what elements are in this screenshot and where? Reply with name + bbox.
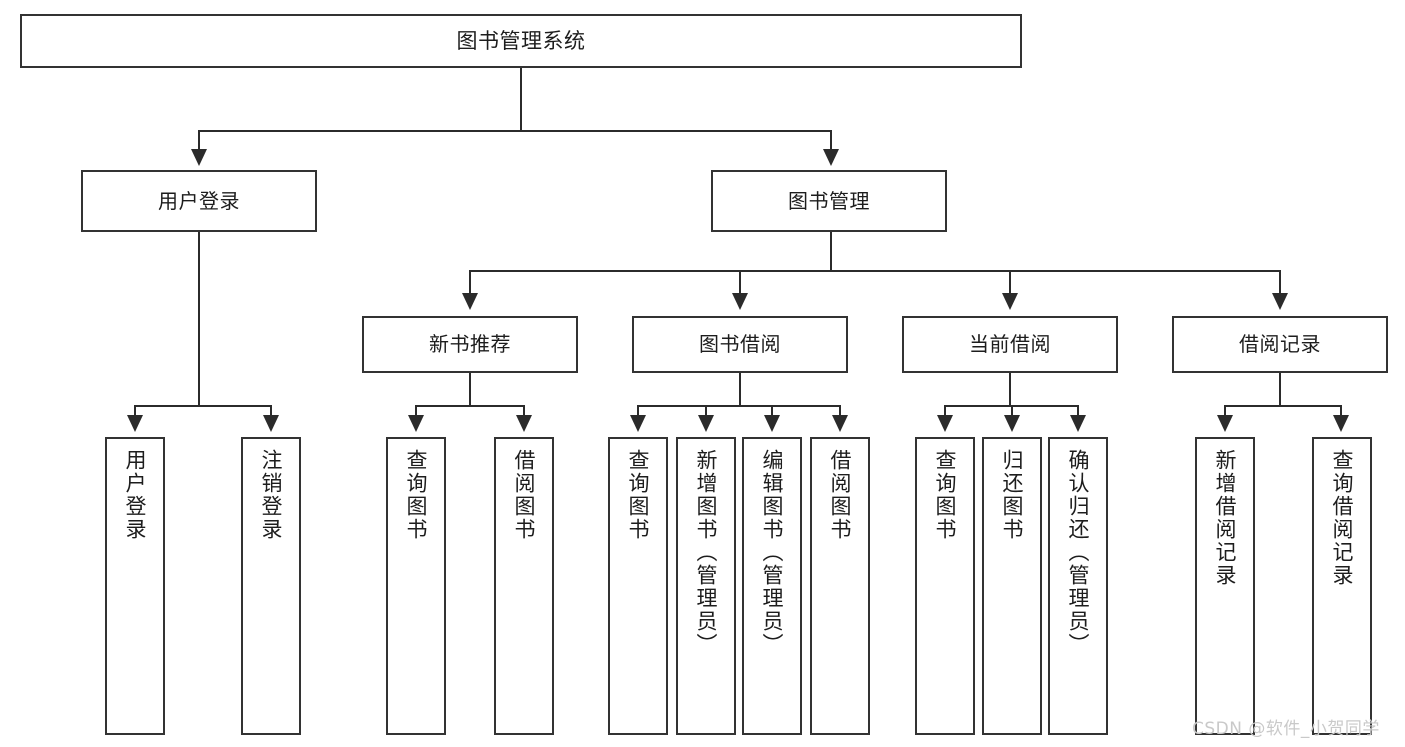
arrow-current-borrow-leaf-2 [1004,415,1020,432]
node-label: 新增借阅记录 [1213,449,1238,587]
arrow-to-borrow-record [1272,293,1288,310]
arrow-to-user-login [191,149,207,166]
edge-user-login-drop-1 [134,405,136,417]
edge-root-bus [198,130,832,132]
arrow-to-leaf-user-login [127,415,143,432]
node-label: 用户登录 [158,188,240,213]
node-label: 借阅图书 [512,449,537,541]
arrow-book-borrow-leaf-1 [630,415,646,432]
edge-book-borrow-stem [739,373,741,407]
leaf-return-book[interactable]: 归还图书 [982,437,1042,735]
edge-borrow-record-stem [1279,373,1281,407]
edge-user-login-drop-2 [270,405,272,417]
arrow-to-current-borrow [1002,293,1018,310]
node-borrow-record[interactable]: 借阅记录 [1172,316,1388,373]
arrow-book-borrow-leaf-2 [698,415,714,432]
leaf-add-borrow-record[interactable]: 新增借阅记录 [1195,437,1255,735]
leaf-borrow-book[interactable]: 借阅图书 [810,437,870,735]
edge-new-book-stem [469,373,471,407]
edge-new-book-bus [415,405,525,407]
edge-to-borrow-record [1279,270,1281,294]
node-root-system[interactable]: 图书管理系统 [20,14,1022,68]
edge-level3-bus [469,270,1281,272]
node-current-borrow[interactable]: 当前借阅 [902,316,1118,373]
node-new-book-recommend[interactable]: 新书推荐 [362,316,578,373]
node-label: 注销登录 [259,449,284,541]
leaf-query-book-recommend[interactable]: 查询图书 [386,437,446,735]
edge-new-book-drop-1 [415,405,417,417]
edge-root-stem [520,68,522,131]
edge-user-login-bus [134,405,270,407]
edge-book-mgmt-stem [830,232,832,272]
node-label: 当前借阅 [969,332,1051,356]
node-label: 查询图书 [933,449,958,541]
edge-borrow-record-drop-2 [1340,405,1342,417]
node-book-borrow[interactable]: 图书借阅 [632,316,848,373]
edge-root-to-book-mgmt [830,130,832,150]
leaf-user-login[interactable]: 用户登录 [105,437,165,735]
arrow-borrow-record-leaf-1 [1217,415,1233,432]
edge-book-borrow-drop-3 [771,405,773,417]
node-label: 新增图书（管理员） [694,449,719,656]
arrow-to-book-mgmt [823,149,839,166]
edge-borrow-record-bus [1224,405,1342,407]
leaf-edit-book-admin[interactable]: 编辑图书（管理员） [742,437,802,735]
arrow-current-borrow-leaf-1 [937,415,953,432]
node-label: 查询图书 [626,449,651,541]
node-label: 查询图书 [404,449,429,541]
node-label: 借阅图书 [828,449,853,541]
edge-current-borrow-drop-1 [944,405,946,417]
edge-user-login-stem [198,232,200,407]
arrow-new-book-leaf-2 [516,415,532,432]
node-label: 用户登录 [123,449,148,541]
node-label: 查询借阅记录 [1330,449,1355,587]
edge-to-new-book [469,270,471,294]
node-label: 图书借阅 [699,332,781,356]
leaf-add-book-admin[interactable]: 新增图书（管理员） [676,437,736,735]
node-label: 借阅记录 [1239,332,1321,356]
arrow-to-new-book [462,293,478,310]
edge-new-book-drop-2 [523,405,525,417]
leaf-query-book-borrow[interactable]: 查询图书 [608,437,668,735]
arrow-borrow-record-leaf-2 [1333,415,1349,432]
arrow-to-leaf-logout [263,415,279,432]
leaf-query-book-current[interactable]: 查询图书 [915,437,975,735]
edge-current-borrow-stem [1009,373,1011,407]
leaf-confirm-return-admin[interactable]: 确认归还（管理员） [1048,437,1108,735]
edge-current-borrow-drop-3 [1077,405,1079,417]
arrow-current-borrow-leaf-3 [1070,415,1086,432]
edge-to-current-borrow [1009,270,1011,294]
node-label: 归还图书 [1000,449,1025,541]
node-label: 图书管理系统 [456,28,586,53]
edge-book-borrow-drop-4 [839,405,841,417]
edge-to-book-borrow [739,270,741,294]
node-label: 图书管理 [788,188,870,213]
edge-borrow-record-drop-1 [1224,405,1226,417]
node-label: 编辑图书（管理员） [760,449,785,656]
edge-root-to-user-login [198,130,200,150]
watermark-csdn: CSDN @软件_小贺同学 [1192,719,1380,739]
arrow-new-book-leaf-1 [408,415,424,432]
node-user-login[interactable]: 用户登录 [81,170,317,232]
node-book-management[interactable]: 图书管理 [711,170,947,232]
arrow-book-borrow-leaf-3 [764,415,780,432]
edge-book-borrow-drop-1 [637,405,639,417]
leaf-borrow-book-recommend[interactable]: 借阅图书 [494,437,554,735]
node-label: 新书推荐 [429,332,511,356]
leaf-query-borrow-record[interactable]: 查询借阅记录 [1312,437,1372,735]
node-label: 确认归还（管理员） [1066,449,1091,656]
edge-book-borrow-drop-2 [705,405,707,417]
arrow-book-borrow-leaf-4 [832,415,848,432]
edge-current-borrow-drop-2 [1011,405,1013,417]
leaf-logout[interactable]: 注销登录 [241,437,301,735]
arrow-to-book-borrow [732,293,748,310]
edge-book-borrow-bus [637,405,840,407]
